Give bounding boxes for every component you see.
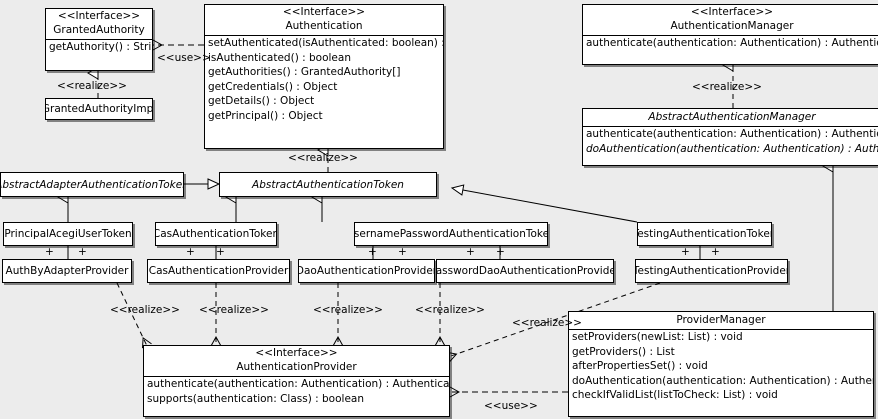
class-name-label: AuthenticationManager: [670, 20, 794, 32]
operation-row: isAuthenticated() : boolean: [208, 51, 351, 64]
multiplicity-marker: +: [368, 246, 377, 258]
operation-row: supports(authentication: Class) : boolea…: [147, 392, 364, 405]
class-authentication-manager[interactable]: <<Interface>> AuthenticationManager auth…: [582, 4, 878, 65]
multiplicity-marker: +: [681, 246, 690, 258]
class-name-label: CasAuthenticationProvider: [148, 265, 289, 277]
operation-row: getPrincipal() : Object: [208, 109, 323, 122]
multiplicity-marker: +: [711, 246, 720, 258]
class-name-label: TestingAuthenticationProvider: [635, 265, 788, 277]
multiplicity-marker: +: [496, 246, 505, 258]
multiplicity-marker: +: [466, 246, 475, 258]
label-realize-cas-authentication-provider: <<realize>>: [199, 304, 269, 316]
operations-compartment: setProviders(newList: List) : void getPr…: [569, 330, 873, 403]
stereotype-label: <<Interface>>: [255, 347, 338, 359]
multiplicity-marker: +: [45, 246, 54, 258]
class-dao-authentication-provider[interactable]: DaoAuthenticationProvider: [298, 259, 435, 283]
class-name-label: AuthByAdapterProvider: [5, 265, 129, 277]
multiplicity-marker: +: [216, 246, 225, 258]
compartment-divider: [583, 35, 878, 36]
class-name-label: GrantedAuthority: [53, 24, 145, 36]
label-realize-dao-authentication-provider: <<realize>>: [313, 304, 383, 316]
compartment-divider: [46, 39, 152, 40]
operation-row: getCredentials() : Object: [208, 80, 338, 93]
class-name-label: CasAuthenticationToken: [155, 228, 277, 240]
operation-row: getProviders() : List: [572, 345, 675, 358]
operation-row: getDetails() : Object: [208, 95, 315, 107]
class-header: AbstractAuthenticationManager: [583, 109, 878, 126]
class-name-label: TestingAuthenticationToken: [637, 228, 772, 240]
class-principal-acegi-user-token[interactable]: PrincipalAcegiUserToken: [3, 222, 133, 246]
class-testing-authentication-provider[interactable]: TestingAuthenticationProvider: [635, 259, 788, 283]
multiplicity-marker: +: [398, 246, 407, 258]
label-realize-granted-authority-impl: <<realize>>: [57, 80, 127, 92]
class-header: ProviderManager: [569, 312, 873, 329]
class-granted-authority-impl[interactable]: GrantedAuthorityImpl: [45, 98, 153, 120]
class-granted-authority[interactable]: <<Interface>> GrantedAuthority getAuthor…: [45, 8, 153, 71]
operations-compartment: authenticate(authentication: Authenticat…: [583, 127, 878, 156]
class-name-label: PrincipalAcegiUserToken: [4, 228, 132, 240]
class-cas-authentication-provider[interactable]: CasAuthenticationProvider: [147, 259, 290, 283]
class-name-label: PasswordDaoAuthenticationProvider: [436, 265, 614, 277]
compartment-divider: [144, 376, 449, 377]
class-auth-by-adapter-provider[interactable]: AuthByAdapterProvider: [2, 259, 132, 283]
class-header: <<Interface>> GrantedAuthority: [46, 9, 152, 39]
class-abstract-adapter-authentication-token[interactable]: AbstractAdapterAuthenticationToken: [0, 172, 184, 197]
label-realize-abstract-authentication-manager: <<realize>>: [692, 81, 762, 93]
class-header: <<Interface>> AuthenticationProvider: [144, 346, 449, 376]
multiplicity-marker: +: [78, 246, 87, 258]
multiplicity-marker: +: [186, 246, 195, 258]
class-name-label: GrantedAuthorityImpl: [45, 103, 153, 115]
class-testing-authentication-token[interactable]: TestingAuthenticationToken: [637, 222, 772, 246]
operation-row: doAuthentication(authentication: Authent…: [572, 374, 873, 387]
operations-compartment: authenticate(authentication: Authenticat…: [583, 36, 878, 51]
class-username-password-authentication-token[interactable]: UsernamePasswordAuthenticationToken: [354, 222, 548, 246]
compartment-divider: [205, 35, 443, 36]
class-name-label: DaoAuthenticationProvider: [298, 265, 435, 277]
class-authentication[interactable]: <<Interface>> Authentication setAuthenti…: [204, 4, 444, 149]
operation-row: setAuthenticated(isAuthenticated: boolea…: [208, 37, 443, 49]
operations-compartment: setAuthenticated(isAuthenticated: boolea…: [205, 36, 443, 123]
label-realize-provider-manager: <<realize>>: [512, 317, 582, 329]
operation-row: getAuthorities() : GrantedAuthority[]: [208, 66, 401, 78]
class-authentication-provider[interactable]: <<Interface>> AuthenticationProvider aut…: [143, 345, 450, 417]
operation-row: authenticate(authentication: Authenticat…: [147, 378, 450, 390]
class-abstract-authentication-token[interactable]: AbstractAuthenticationToken: [219, 172, 437, 197]
label-realize-abstract-authentication-token: <<realize>>: [288, 152, 358, 164]
stereotype-label: <<Interface>>: [690, 6, 774, 18]
operation-row: authenticate(authentication: Authenticat…: [586, 37, 878, 49]
operations-compartment: getAuthority() : String: [46, 40, 152, 55]
operation-row: authenticate(authentication: Authenticat…: [586, 128, 878, 140]
class-header: <<Interface>> Authentication: [205, 5, 443, 35]
class-name-label: AbstractAuthenticationManager: [648, 111, 816, 123]
label-realize-password-dao-authentication-provider: <<realize>>: [415, 304, 485, 316]
compartment-divider: [583, 126, 878, 127]
operations-compartment: authenticate(authentication: Authenticat…: [144, 377, 449, 406]
operation-row: setProviders(newList: List) : void: [572, 331, 743, 343]
class-name-label: AbstractAuthenticationToken: [252, 178, 404, 191]
compartment-divider: [569, 329, 873, 330]
class-header: <<Interface>> AuthenticationManager: [583, 5, 878, 35]
class-name-label: AbstractAdapterAuthenticationToken: [0, 178, 184, 191]
class-provider-manager[interactable]: ProviderManager setProviders(newList: Li…: [568, 311, 874, 417]
label-realize-auth-by-adapter-provider: <<realize>>: [110, 304, 180, 316]
class-abstract-authentication-manager[interactable]: AbstractAuthenticationManager authentica…: [582, 108, 878, 166]
class-password-dao-authentication-provider[interactable]: PasswordDaoAuthenticationProvider: [436, 259, 614, 283]
label-use-authentication-granted-authority: <<use>>: [157, 52, 211, 64]
operation-row: afterPropertiesSet() : void: [572, 360, 708, 372]
stereotype-label: <<Interface>>: [282, 6, 366, 18]
class-name-label: AuthenticationProvider: [236, 361, 357, 373]
label-use-provider-manager-authentication-provider: <<use>>: [484, 400, 538, 412]
operation-row: getAuthority() : String: [49, 41, 152, 53]
operation-row: checkIfValidList(listToCheck: List) : vo…: [572, 389, 778, 401]
stereotype-label: <<Interface>>: [57, 10, 141, 22]
class-name-label: ProviderManager: [676, 314, 766, 326]
class-name-label: Authentication: [285, 20, 363, 32]
operation-row: doAuthentication(authentication: Authent…: [586, 142, 878, 155]
class-cas-authentication-token[interactable]: CasAuthenticationToken: [155, 222, 277, 246]
class-name-label: UsernamePasswordAuthenticationToken: [354, 228, 548, 240]
